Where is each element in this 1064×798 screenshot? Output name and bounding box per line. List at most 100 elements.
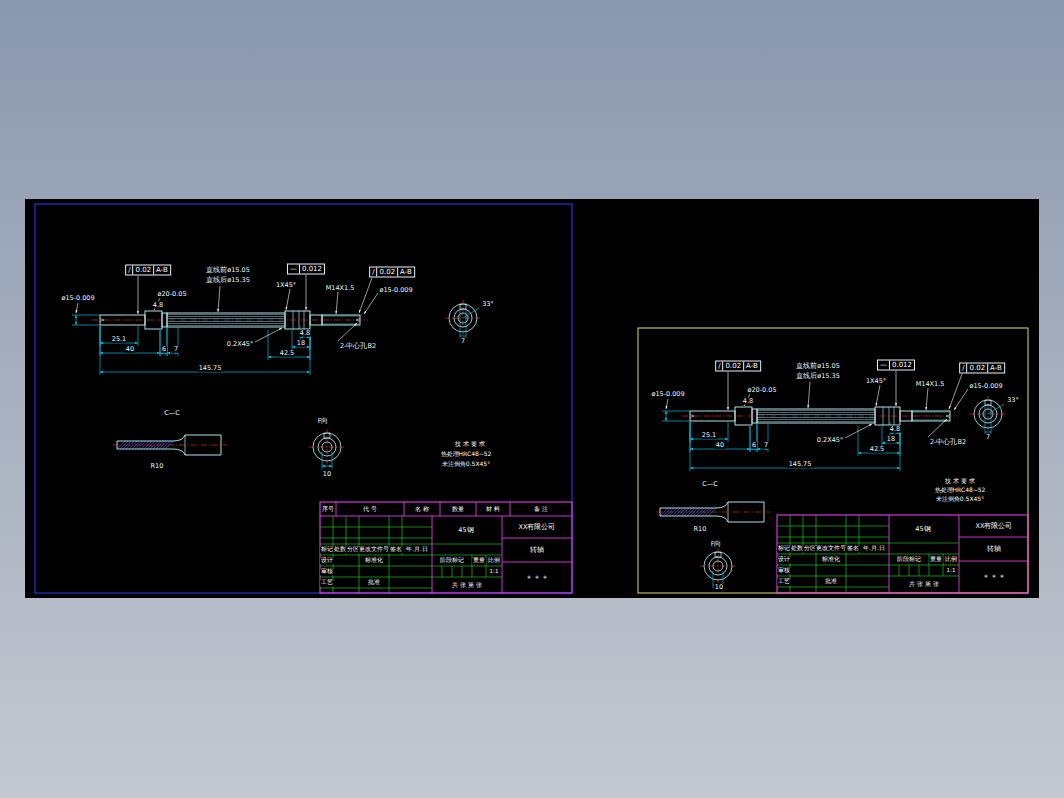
dimension-text: 直线后ø15.35 bbox=[205, 277, 251, 284]
angle-line bbox=[988, 404, 1004, 414]
title-block-cell: 批准 bbox=[824, 579, 838, 585]
dimension-line bbox=[100, 353, 160, 354]
dimension-text: 1X45° bbox=[865, 378, 887, 385]
view-label: C—C bbox=[701, 481, 719, 488]
thread-line bbox=[913, 420, 949, 421]
leader-line bbox=[338, 323, 357, 341]
technical-note: 热处理HRC48~52 bbox=[934, 487, 987, 493]
surface-line bbox=[167, 316, 285, 317]
view-label: 10 bbox=[322, 471, 332, 478]
grid-line bbox=[442, 566, 443, 577]
dimension-text: ø20-0.05 bbox=[746, 387, 777, 394]
leader-line bbox=[949, 374, 962, 409]
section-view bbox=[113, 435, 227, 455]
title-block-cell: 45钢 bbox=[914, 526, 931, 533]
dimension-line bbox=[160, 353, 167, 354]
title-block-cell: 转轴 bbox=[529, 547, 545, 554]
extension-line bbox=[985, 405, 986, 434]
leader-line bbox=[666, 399, 668, 409]
tolerance-cell: — bbox=[288, 265, 299, 274]
surface-line bbox=[757, 414, 875, 415]
grid-line bbox=[359, 555, 360, 593]
title-block-cell: 年.月.日 bbox=[862, 546, 886, 552]
grid-line bbox=[959, 561, 1028, 562]
parts-list-header: 名 称 bbox=[414, 506, 430, 512]
grid-line bbox=[452, 566, 453, 577]
parts-list-header: 代 号 bbox=[362, 506, 378, 512]
thread-line bbox=[323, 324, 359, 325]
grid-line bbox=[777, 576, 889, 577]
title-block-cell: 签名 bbox=[846, 546, 860, 552]
title-block-cell: 45钢 bbox=[457, 527, 474, 534]
extension-line bbox=[460, 309, 461, 338]
grid-line bbox=[889, 554, 959, 555]
dimension-text: 0.2X45° bbox=[816, 437, 844, 444]
title-block-cell: 1:1 bbox=[946, 568, 957, 574]
dimension-text: 直线前ø15.05 bbox=[795, 363, 841, 370]
dimension-line bbox=[460, 336, 466, 337]
title-block-cell: 更改文件号 bbox=[815, 546, 847, 552]
view-label: 10 bbox=[714, 584, 724, 591]
grid-line bbox=[899, 565, 900, 576]
model-space bbox=[25, 199, 1039, 598]
tolerance-cell: 0.02 bbox=[723, 362, 744, 371]
grid-line bbox=[432, 577, 502, 578]
grid-line bbox=[777, 543, 889, 544]
surface-line bbox=[167, 318, 285, 319]
grid-line bbox=[889, 576, 959, 577]
tolerance-cell: — bbox=[878, 361, 889, 370]
dimension-text: ø15-0.009 bbox=[60, 295, 95, 302]
dimension-text: 7 bbox=[173, 346, 179, 353]
extension-line bbox=[322, 452, 323, 469]
tolerance-frame: —0.012 bbox=[287, 264, 325, 275]
dimension-text: 18 bbox=[886, 436, 896, 443]
dimension-line bbox=[690, 449, 750, 450]
dimension-text: 2-中心孔B2 bbox=[929, 439, 967, 446]
title-block-cell: 标准化 bbox=[364, 558, 384, 564]
end-view bbox=[445, 300, 481, 338]
thread-line bbox=[323, 316, 359, 317]
thread-line bbox=[913, 412, 949, 413]
dimension-text: ø20-0.05 bbox=[156, 291, 187, 298]
grid-line bbox=[777, 587, 889, 588]
dimension-text: 42.5 bbox=[279, 350, 295, 357]
title-block-cell: 设计 bbox=[777, 557, 791, 563]
dimension-line bbox=[882, 443, 900, 444]
title-block-grid bbox=[777, 515, 1028, 593]
grid-line bbox=[846, 554, 847, 593]
dimension-line bbox=[292, 347, 310, 348]
title-block-cell: 设计 bbox=[320, 558, 334, 564]
leader-line bbox=[76, 303, 78, 313]
grid-line bbox=[432, 516, 433, 593]
grid-line bbox=[909, 565, 910, 576]
view-label: 7 bbox=[985, 434, 991, 441]
dimension-text: 42.5 bbox=[869, 446, 885, 453]
dimension-text: 0.2X45° bbox=[226, 341, 254, 348]
surface-line bbox=[167, 314, 285, 315]
grid-line bbox=[462, 566, 463, 577]
surface-line bbox=[757, 410, 875, 411]
center-line bbox=[718, 548, 719, 584]
extension-line bbox=[991, 405, 992, 434]
grid-line bbox=[502, 538, 572, 539]
title-block-border bbox=[320, 502, 572, 593]
dimension-text: 40 bbox=[715, 442, 725, 449]
dimension-line bbox=[666, 411, 667, 421]
end-view bbox=[309, 429, 345, 469]
grid-line bbox=[777, 526, 889, 527]
grid-line bbox=[404, 502, 405, 516]
leader-line bbox=[808, 382, 810, 408]
tolerance-frame: /0.02A-B bbox=[369, 267, 415, 278]
dimension-text: 1X45° bbox=[275, 282, 297, 289]
surface-line bbox=[167, 321, 285, 322]
tolerance-cell: 0.012 bbox=[889, 361, 914, 370]
dimension-text: 145.75 bbox=[198, 365, 223, 372]
surface-line bbox=[757, 419, 875, 420]
center-hole bbox=[356, 319, 360, 322]
dimension-text: 直线前ø15.05 bbox=[205, 267, 251, 274]
dimension-text: 6 bbox=[161, 346, 167, 353]
tolerance-cell: A-B bbox=[397, 268, 414, 277]
title-block-cell: 标记 bbox=[777, 546, 791, 552]
